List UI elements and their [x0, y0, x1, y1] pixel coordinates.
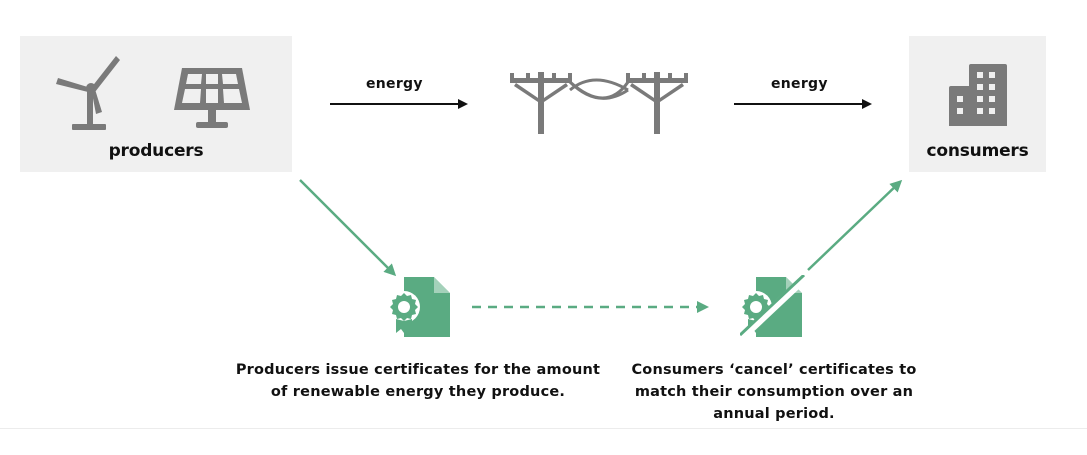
cancelled-certificate-icon: [740, 275, 810, 341]
consumers-label: consumers: [926, 141, 1029, 161]
producers-node: producers: [20, 36, 292, 172]
certificate-icon: [388, 277, 450, 337]
footer-divider: [0, 428, 1087, 429]
power-line-icon: [510, 72, 688, 134]
cancel-caption: Consumers ‘cancel’ certificates to match…: [631, 362, 917, 422]
consumers-node: consumers: [909, 36, 1046, 172]
wind-turbine-icon: [56, 56, 120, 130]
issue-caption: Producers issue certificates for the amo…: [235, 362, 601, 400]
producers-label: producers: [108, 141, 204, 161]
solar-panel-icon: [174, 68, 250, 128]
issue-arrow: [299, 179, 397, 277]
building-icon: [949, 64, 1007, 126]
energy-label-grid-to-consumers: energy: [771, 76, 828, 92]
cancel-arrow: [807, 179, 903, 271]
energy-label-producers-to-grid: energy: [366, 76, 423, 92]
